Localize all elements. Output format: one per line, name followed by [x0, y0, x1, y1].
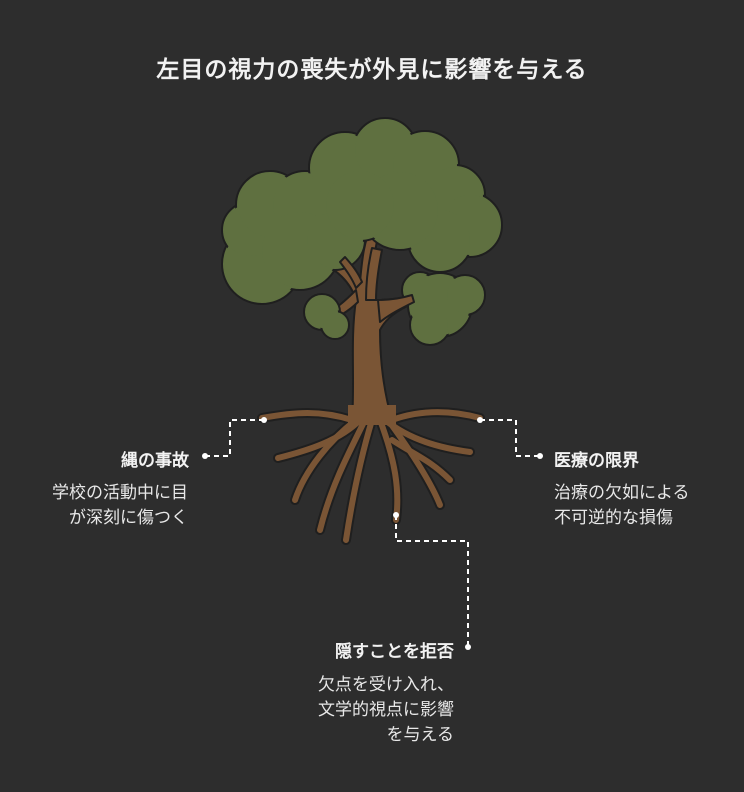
connector-lines [205, 419, 540, 647]
desc-line: 欠点を受け入れ、 [317, 675, 454, 695]
tree-foliage-inner [224, 120, 500, 343]
desc-line: 不可逆的な損傷 [554, 508, 673, 528]
desc-line: 治療の欠如による [554, 483, 690, 503]
branch-label-rope-accident: 縄の事故 [121, 451, 189, 471]
branch-desc-refuse-hiding: 欠点を受け入れ、 文学的視点に影響 を与える [318, 673, 454, 748]
branch-label-medical-limits: 医療の限界 [554, 451, 639, 471]
connector-bottom [395, 515, 469, 647]
desc-line: が深刻に傷つく [69, 508, 188, 528]
connector-right [480, 419, 540, 457]
tree-roots-fill [259, 405, 483, 543]
diagram-title: 左目の視力の喪失が外見に影響を与える [156, 57, 588, 83]
branch-label-refuse-hiding: 隠すことを拒否 [335, 642, 454, 662]
desc-line: を与える [386, 725, 455, 745]
connector-left [205, 419, 264, 457]
connector-dots [202, 417, 543, 650]
desc-line: 学校の活動中に目 [52, 483, 188, 503]
branch-desc-medical-limits: 治療の欠如による 不可逆的な損傷 [554, 481, 690, 531]
branch-desc-rope-accident: 学校の活動中に目 が深刻に傷つく [52, 481, 188, 531]
desc-line: 文学的視点に影響 [318, 700, 454, 720]
